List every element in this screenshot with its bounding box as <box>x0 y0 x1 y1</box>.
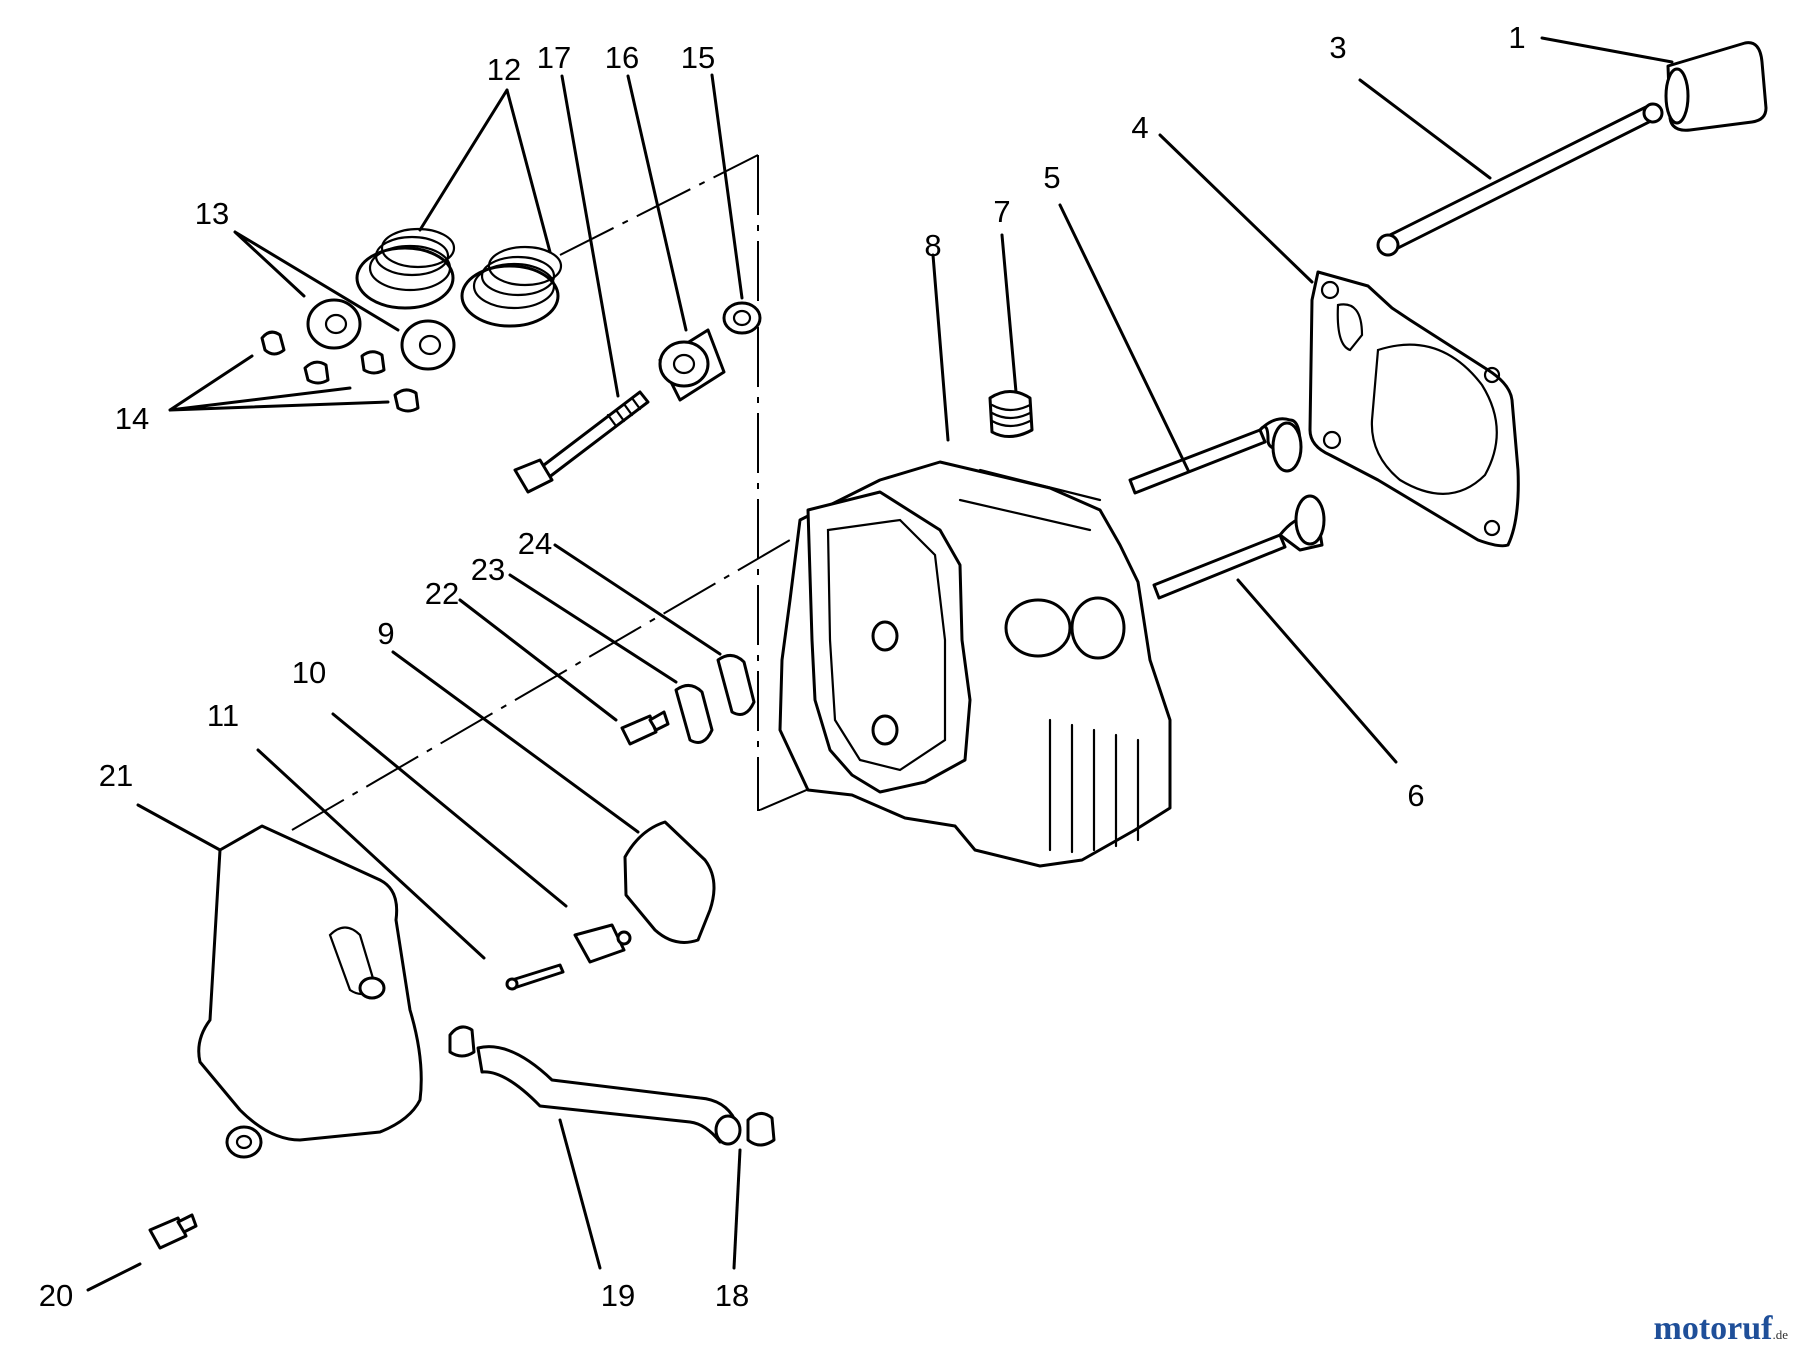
callout-3: 3 <box>1329 30 1346 65</box>
part-1-tappet <box>1664 41 1768 132</box>
callout-10: 10 <box>292 655 326 690</box>
part-18-hose-clamp <box>746 1112 776 1147</box>
callout-1: 1 <box>1508 20 1525 55</box>
part-15-valve-seal <box>722 301 762 335</box>
leader-lines <box>86 36 1674 1292</box>
part-14-collets <box>260 330 420 413</box>
callout-8: 8 <box>924 228 941 263</box>
part-22-screw <box>620 710 670 746</box>
callout-18: 18 <box>715 1278 749 1313</box>
watermark-suffix: .de <box>1772 1327 1788 1342</box>
washer-near-20 <box>225 1125 263 1159</box>
callout-17: 17 <box>537 40 571 75</box>
callout-16: 16 <box>605 40 639 75</box>
callout-9: 9 <box>377 616 394 651</box>
callout-labels: 1 3 4 5 6 7 8 9 10 11 12 13 14 15 16 17 … <box>39 20 1526 1313</box>
part-20-bolt <box>148 1213 198 1250</box>
part-19-breather-hose <box>476 1045 742 1146</box>
part-11-pin <box>505 963 565 991</box>
part-24-plate <box>716 654 756 716</box>
part-6-valve <box>1152 494 1326 600</box>
part-10-pivot-block <box>573 923 632 964</box>
part-5-valve <box>1128 417 1303 495</box>
part-21-rocker-cover <box>197 824 423 1142</box>
watermark-brand: motoruf <box>1653 1310 1773 1347</box>
callout-23: 23 <box>471 552 505 587</box>
part-4-head-gasket <box>1308 270 1520 548</box>
watermark-logo: motoruf.de <box>1654 1310 1789 1348</box>
callout-5: 5 <box>1043 160 1060 195</box>
hose-clamp-upper <box>448 1025 476 1058</box>
callout-12: 12 <box>487 52 521 87</box>
callout-4: 4 <box>1131 110 1148 145</box>
part-7-threaded-insert <box>988 390 1034 438</box>
callout-20: 20 <box>39 1278 73 1313</box>
callout-21: 21 <box>99 758 133 793</box>
callout-14: 14 <box>115 401 149 436</box>
part-17-rocker-stud <box>513 390 650 494</box>
callout-6: 6 <box>1407 778 1424 813</box>
callout-7: 7 <box>993 194 1010 229</box>
callout-24: 24 <box>518 526 552 561</box>
callout-13: 13 <box>195 196 229 231</box>
callout-15: 15 <box>681 40 715 75</box>
part-12-valve-springs <box>355 227 563 328</box>
callout-11: 11 <box>207 698 239 733</box>
callout-19: 19 <box>601 1278 635 1313</box>
part-3-push-rod <box>1376 102 1664 257</box>
part-23-plate <box>674 684 714 744</box>
part-9-rocker-bracket <box>623 820 716 944</box>
part-13-spring-retainers <box>306 298 456 371</box>
part-16-guide <box>658 328 726 402</box>
callout-22: 22 <box>425 576 459 611</box>
part-8-cylinder-head <box>778 460 1172 868</box>
